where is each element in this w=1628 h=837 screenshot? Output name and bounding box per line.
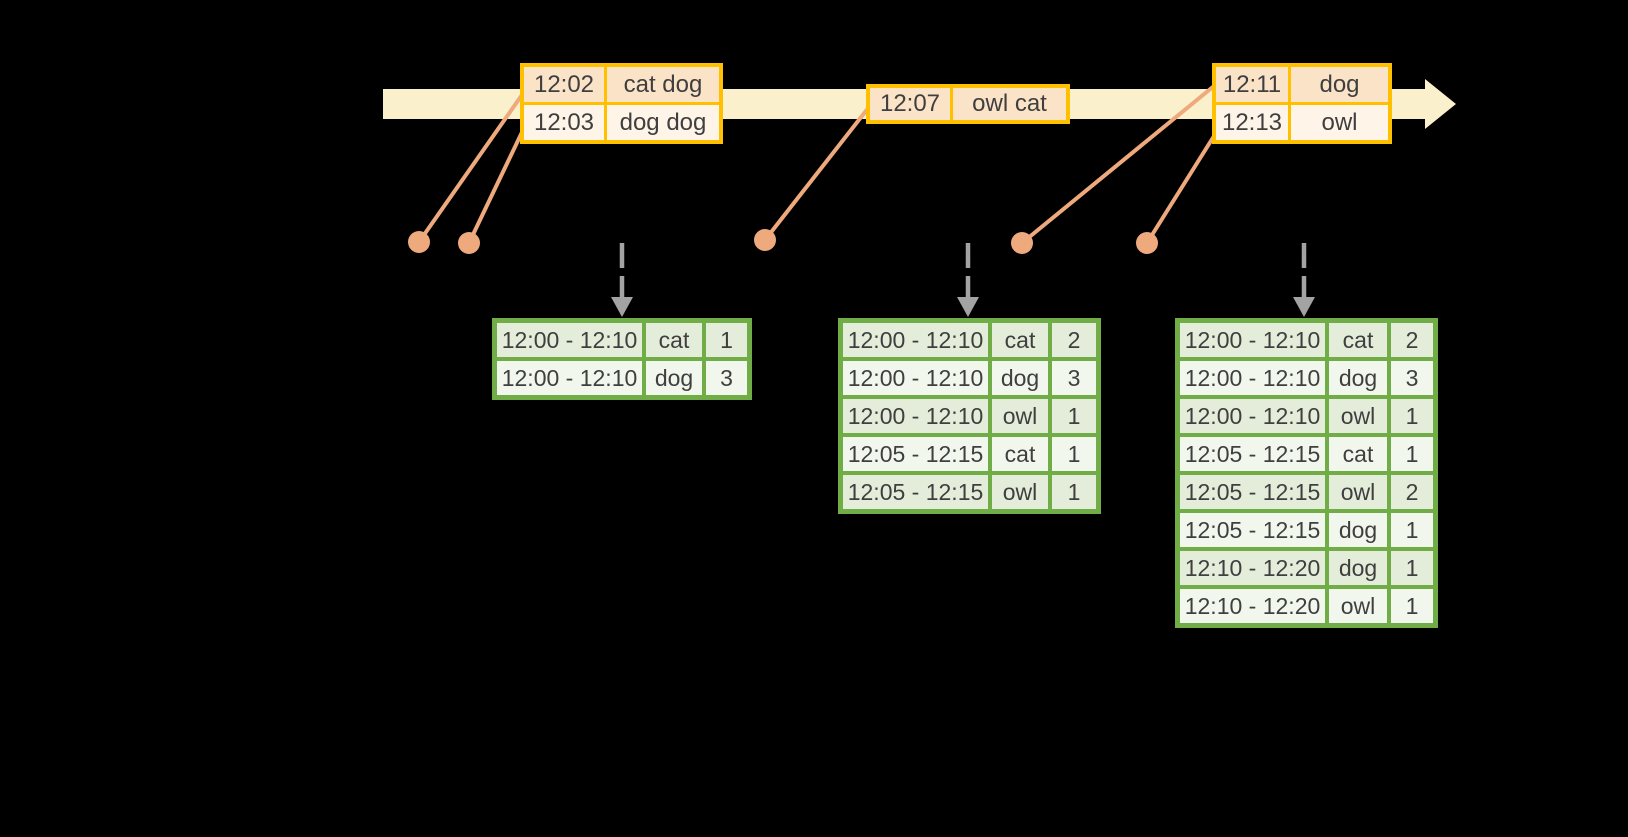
- window-cell: 12:05 - 12:15: [1180, 475, 1325, 509]
- window-cell: 12:00 - 12:10: [843, 361, 988, 395]
- count-cell: 1: [706, 323, 747, 357]
- count-cell: 1: [1391, 551, 1433, 585]
- connector-line: [467, 127, 526, 244]
- event-words-cell: owl: [1291, 105, 1388, 140]
- count-cell: 1: [1052, 399, 1096, 433]
- trigger-arrowhead-icon: [1293, 297, 1315, 317]
- word-cell: cat: [1329, 323, 1387, 357]
- trigger-arrowhead-icon: [611, 297, 633, 317]
- count-cell: 1: [1391, 437, 1433, 471]
- event-time-cell: 12:13: [1216, 105, 1288, 140]
- count-cell: 3: [1052, 361, 1096, 395]
- count-cell: 2: [1052, 323, 1096, 357]
- word-cell: owl: [1329, 475, 1387, 509]
- event-dot: [458, 232, 480, 254]
- count-cell: 1: [1391, 399, 1433, 433]
- connector-line: [1020, 84, 1216, 245]
- event-words-cell: owl cat: [953, 88, 1066, 120]
- window-cell: 12:00 - 12:10: [843, 399, 988, 433]
- word-cell: cat: [992, 323, 1048, 357]
- connector-line: [1145, 134, 1216, 245]
- connector-line: [763, 105, 871, 242]
- word-cell: owl: [1329, 589, 1387, 623]
- timeline-arrowhead-icon: [1425, 79, 1456, 129]
- connector-line: [417, 90, 526, 244]
- window-cell: 12:10 - 12:20: [1180, 589, 1325, 623]
- word-cell: dog: [1329, 361, 1387, 395]
- event-dot: [754, 229, 776, 251]
- trigger-arrowhead-icon: [957, 297, 979, 317]
- count-cell: 3: [706, 361, 747, 395]
- event-dot: [1011, 232, 1033, 254]
- window-cell: 12:00 - 12:10: [497, 361, 642, 395]
- window-cell: 12:00 - 12:10: [1180, 323, 1325, 357]
- count-cell: 2: [1391, 475, 1433, 509]
- word-cell: dog: [1329, 551, 1387, 585]
- count-cell: 1: [1052, 437, 1096, 471]
- word-cell: cat: [1329, 437, 1387, 471]
- count-cell: 2: [1391, 323, 1433, 357]
- event-time-cell: 12:07: [870, 88, 950, 120]
- count-cell: 1: [1052, 475, 1096, 509]
- event-time-cell: 12:11: [1216, 67, 1288, 102]
- count-cell: 3: [1391, 361, 1433, 395]
- event-time-cell: 12:03: [524, 105, 604, 140]
- window-cell: 12:00 - 12:10: [1180, 399, 1325, 433]
- window-cell: 12:00 - 12:10: [1180, 361, 1325, 395]
- word-cell: dog: [992, 361, 1048, 395]
- event-dot: [1136, 232, 1158, 254]
- count-cell: 1: [1391, 513, 1433, 547]
- word-cell: dog: [646, 361, 702, 395]
- window-cell: 12:05 - 12:15: [843, 437, 988, 471]
- window-cell: 12:10 - 12:20: [1180, 551, 1325, 585]
- word-cell: owl: [1329, 399, 1387, 433]
- event-words-cell: cat dog: [607, 67, 719, 102]
- event-words-cell: dog dog: [607, 105, 719, 140]
- word-cell: owl: [992, 399, 1048, 433]
- word-cell: cat: [646, 323, 702, 357]
- event-dot: [408, 231, 430, 253]
- count-cell: 1: [1391, 589, 1433, 623]
- word-cell: dog: [1329, 513, 1387, 547]
- window-cell: 12:05 - 12:15: [1180, 437, 1325, 471]
- word-cell: owl: [992, 475, 1048, 509]
- window-cell: 12:05 - 12:15: [1180, 513, 1325, 547]
- window-cell: 12:05 - 12:15: [843, 475, 988, 509]
- window-cell: 12:00 - 12:10: [497, 323, 642, 357]
- word-cell: cat: [992, 437, 1048, 471]
- event-time-cell: 12:02: [524, 67, 604, 102]
- window-cell: 12:00 - 12:10: [843, 323, 988, 357]
- event-words-cell: dog: [1291, 67, 1388, 102]
